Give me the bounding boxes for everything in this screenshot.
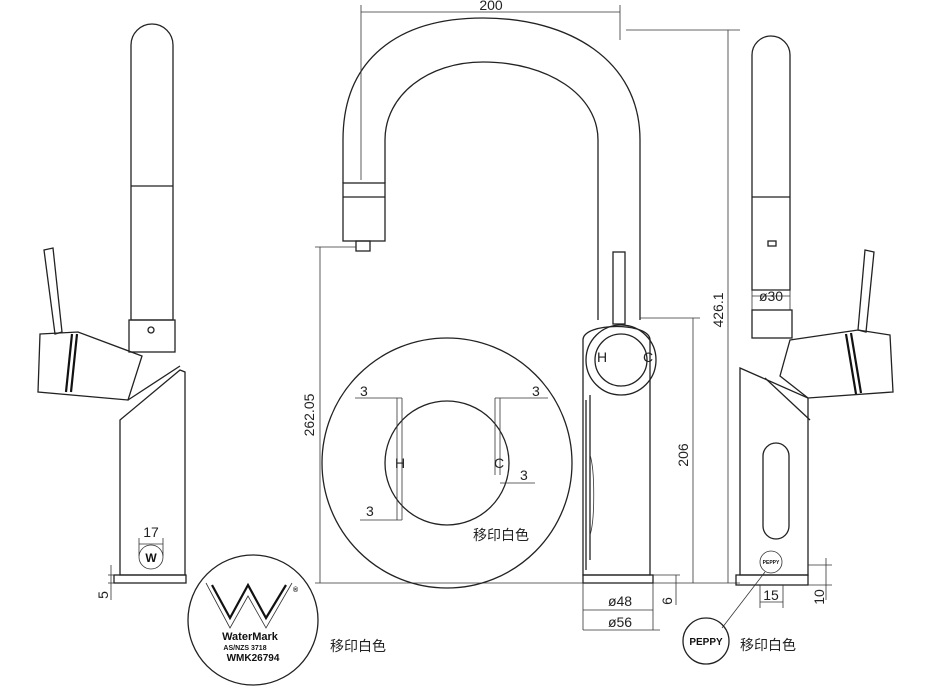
dim-56-label: ø56	[608, 614, 632, 630]
dim-15-label: 15	[763, 587, 779, 603]
detail-hot-label: H	[395, 455, 405, 471]
detail-cold-label: C	[494, 455, 504, 471]
svg-text:C: C	[643, 349, 653, 365]
svg-text:W: W	[145, 551, 157, 565]
dim-6-label: 6	[659, 597, 675, 605]
peppy-logo-text: PEPPY	[689, 637, 723, 648]
svg-text:PEPPY: PEPPY	[763, 560, 780, 566]
peppy-print-note: 移印白色	[740, 637, 796, 654]
dim-pipe-dia-label: ø30	[759, 288, 783, 304]
svg-text:®: ®	[293, 586, 299, 594]
right-side-view: PEPPY	[721, 35, 894, 629]
dim-48-label: ø48	[608, 593, 632, 609]
dim-10-label: 10	[811, 589, 827, 605]
dim-426-label: 426.1	[710, 292, 726, 327]
detail-dim-3-top-left: 3	[360, 383, 368, 399]
watermark-standard: AS/NZS 3718	[223, 645, 266, 652]
detail-print-note: 移印白色	[473, 527, 529, 544]
watermark-print-note: 移印白色	[330, 638, 386, 655]
detail-dim-3-bottom-left: 3	[366, 503, 374, 519]
watermark-licence: WMK26794	[227, 653, 280, 664]
svg-text:H: H	[597, 349, 607, 365]
watermark-title: WaterMark	[222, 631, 279, 643]
peppy-logo	[682, 617, 730, 665]
dim-5-label: 5	[95, 591, 111, 599]
handle-detail	[321, 337, 573, 589]
dim-262-label: 262.05	[301, 393, 317, 436]
dim-206-label: 206	[675, 443, 691, 467]
watermark-logo: ®	[187, 554, 319, 686]
detail-dim-3-top-right: 3	[532, 383, 540, 399]
front-view: H C	[315, 5, 740, 631]
dim-200-label: 200	[479, 0, 503, 13]
dim-17-label: 17	[143, 524, 159, 540]
detail-dim-3-mid-right: 3	[520, 467, 528, 483]
left-side-view: W	[37, 23, 187, 600]
